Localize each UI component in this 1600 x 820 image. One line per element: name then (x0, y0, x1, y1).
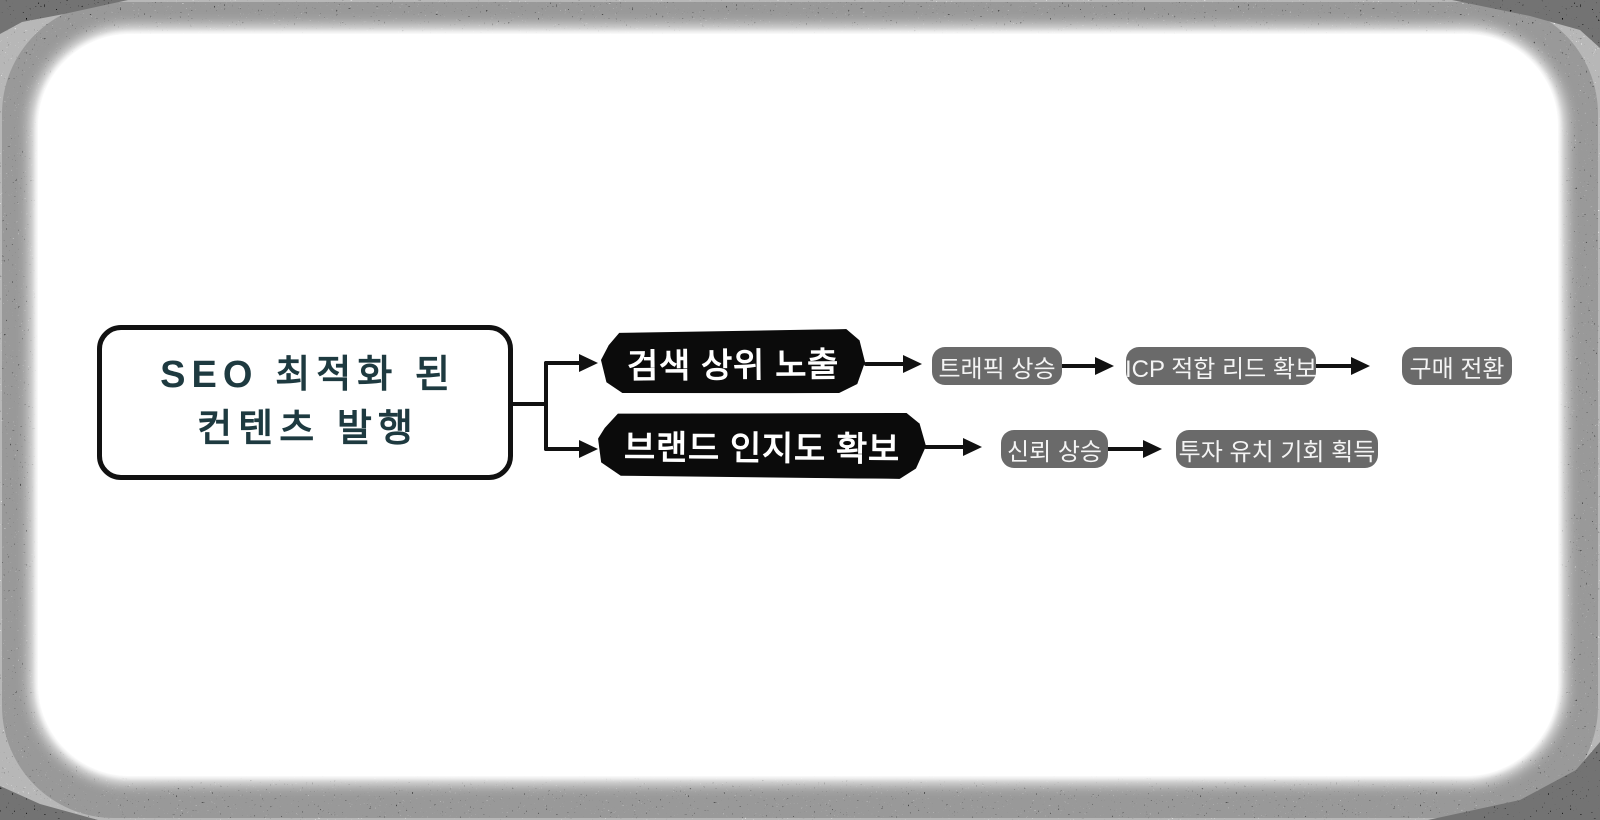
step-purchase-conversion: 구매 전환 (1402, 347, 1512, 385)
step-label: 구매 전환 (1409, 355, 1505, 383)
step-label: 투자 유치 기회 획득 (1178, 438, 1376, 466)
step-label: 신뢰 상승 (1007, 438, 1102, 466)
source-node-label-line1: SEO 최적화 된 (160, 353, 456, 396)
branch-head-label: 브랜드 인지도 확보 (623, 428, 901, 469)
flow-arrow (1106, 440, 1162, 458)
branch-head-label: 검색 상위 노출 (626, 345, 840, 386)
flow-arrow (924, 438, 982, 456)
step-trust-increase: 신뢰 상승 (1001, 430, 1108, 468)
flow-arrow (864, 355, 922, 373)
fork-connector (510, 361, 548, 451)
branch-head-search-exposure: 검색 상위 노출 (601, 329, 866, 395)
flow-arrow (544, 354, 598, 372)
flow-arrow (544, 440, 598, 458)
step-label: 트래픽 상승 (938, 355, 1056, 383)
source-node-label-line2: 컨텐츠 발행 (197, 407, 419, 450)
step-investment-opportunity: 투자 유치 기회 획득 (1176, 430, 1378, 468)
step-label: ICP 적합 리드 확보 (1126, 355, 1316, 383)
flow-arrow (1314, 357, 1370, 375)
source-node: SEO 최적화 된 컨텐츠 발행 (97, 325, 513, 480)
branch-head-brand-awareness: 브랜드 인지도 확보 (598, 411, 926, 479)
step-traffic-increase: 트래픽 상승 (932, 347, 1062, 385)
flow-arrow (1060, 357, 1114, 375)
step-icp-lead-acquisition: ICP 적합 리드 확보 (1126, 347, 1316, 385)
